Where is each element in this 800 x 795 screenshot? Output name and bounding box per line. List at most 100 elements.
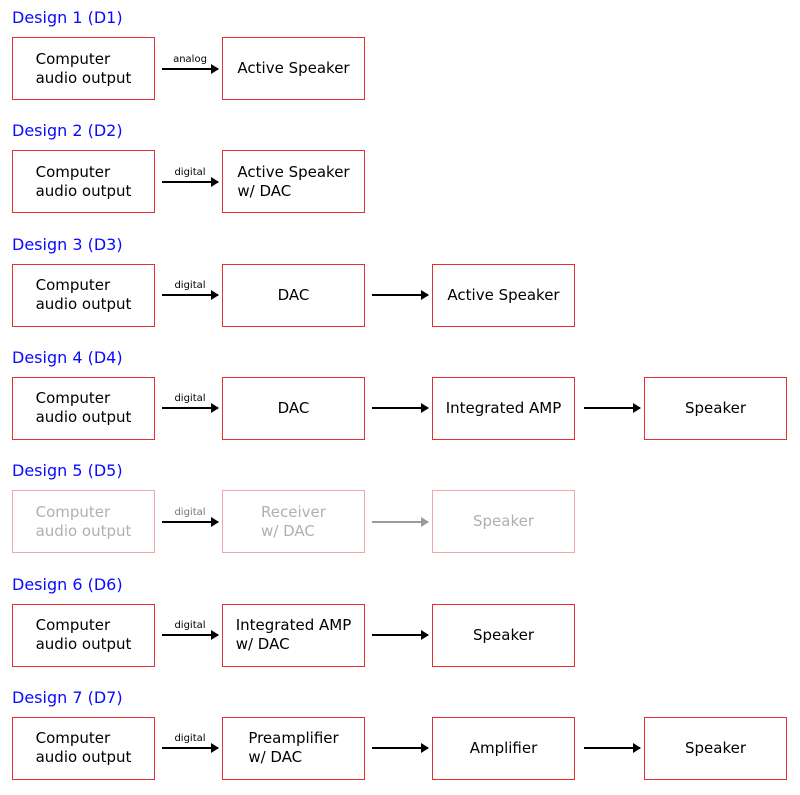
signal-label-d5-1: digital [174, 506, 206, 518]
component-box-d1-2: Active Speaker [222, 37, 365, 100]
component-label-line: Computer [35, 502, 111, 521]
component-label-line: Speaker [684, 738, 746, 757]
component-label-line: w/ DAC [237, 181, 292, 200]
signal-arrow-d1-1 [162, 63, 219, 74]
signal-label-d4-1: digital [174, 393, 206, 405]
signal-label-d3-1: digital [174, 280, 206, 292]
component-label-line: Computer [35, 49, 111, 68]
component-box-d4-2: DAC [222, 376, 365, 440]
design-title-3: Design 3 (D3) [12, 234, 123, 254]
component-label: Speaker [473, 626, 534, 645]
component-label: Amplifier [470, 739, 538, 758]
component-label: Active Speaker [447, 286, 559, 305]
signal-arrow-d6-1 [162, 630, 219, 640]
signal-arrow-d5-2 [372, 516, 429, 527]
signal-label-d1-1: analog [173, 53, 207, 65]
design-title-2: Design 2 (D2) [12, 121, 123, 141]
component-label-line: w/ DAC [248, 748, 303, 767]
signal-arrow-d4-1 [162, 403, 219, 414]
component-label-line: audio output [35, 521, 132, 540]
component-label-line: w/ DAC [235, 635, 290, 653]
component-label-line: Preamplifier [248, 729, 339, 748]
component-label-line: Computer [35, 729, 111, 748]
component-label-line: Computer [35, 389, 111, 408]
design-title-6: Design 6 (D6) [12, 574, 123, 594]
component-box-d4-4: Speaker [644, 376, 787, 440]
signal-arrow-d7-3 [584, 743, 641, 754]
signal-arrow-d2-1 [162, 176, 219, 187]
component-label: Speaker [685, 399, 746, 418]
component-label-line: Receiver [261, 502, 326, 521]
signal-label-d7-1: digital [174, 733, 206, 745]
component-box-d7-3: Amplifier [432, 716, 575, 780]
signal-arrow-d6-2 [372, 630, 429, 640]
component-label-line: audio output [35, 635, 132, 653]
component-label-line: w/ DAC [261, 521, 315, 540]
component-box-d3-3: Active Speaker [432, 263, 575, 327]
signal-arrow-d4-3 [584, 403, 641, 414]
component-label: Active Speaker [237, 59, 349, 78]
component-box-d3-2: DAC [222, 263, 365, 327]
signal-label-d6-1: digital [174, 620, 206, 631]
component-label-line: Amplifier [469, 738, 538, 757]
signal-arrow-d7-2 [372, 743, 429, 754]
design-title-4: Design 4 (D4) [12, 347, 123, 367]
design-title-1: Design 1 (D1) [12, 8, 123, 27]
component-label-line: audio output [35, 408, 132, 427]
signal-arrow-d7-1 [162, 743, 219, 754]
signal-arrow-d3-2 [372, 290, 429, 301]
component-label-line: Speaker [684, 398, 746, 417]
component-label-line: audio output [35, 181, 132, 200]
component-box-d5-3: Speaker [432, 490, 575, 554]
component-label: DAC [278, 286, 310, 305]
component-label-line: Computer [35, 276, 111, 295]
signal-arrow-d3-1 [162, 290, 219, 301]
signal-arrow-d5-1 [162, 516, 219, 527]
component-label: Speaker [685, 739, 746, 758]
signal-arrow-d4-2 [372, 403, 429, 414]
component-label-line: Integrated AMP [445, 398, 562, 417]
component-box-d4-3: Integrated AMP [432, 376, 575, 440]
signal-label-d2-1: digital [174, 166, 206, 178]
component-box-d7-4: Speaker [644, 716, 787, 780]
component-label-line: audio output [35, 68, 132, 87]
component-box-d6-3: Speaker [432, 603, 575, 667]
component-label-line: Active Speaker [447, 285, 560, 304]
component-label-line: audio output [35, 748, 132, 767]
component-label-line: Computer [35, 162, 111, 181]
component-label-line: DAC [277, 285, 310, 304]
component-label-line: Active Speaker [237, 162, 350, 181]
component-label: Speaker [473, 512, 534, 531]
component-label-line: DAC [277, 398, 310, 417]
component-label-line: Active Speaker [237, 59, 350, 77]
component-label: DAC [278, 399, 310, 418]
component-label-line: Computer [35, 616, 111, 634]
design-title-7: Design 7 (D7) [12, 687, 123, 707]
component-label-line: Speaker [472, 625, 534, 644]
component-label-line: audio output [35, 295, 132, 314]
component-label-line: Speaker [472, 512, 534, 531]
design-title-5: Design 5 (D5) [12, 461, 123, 481]
